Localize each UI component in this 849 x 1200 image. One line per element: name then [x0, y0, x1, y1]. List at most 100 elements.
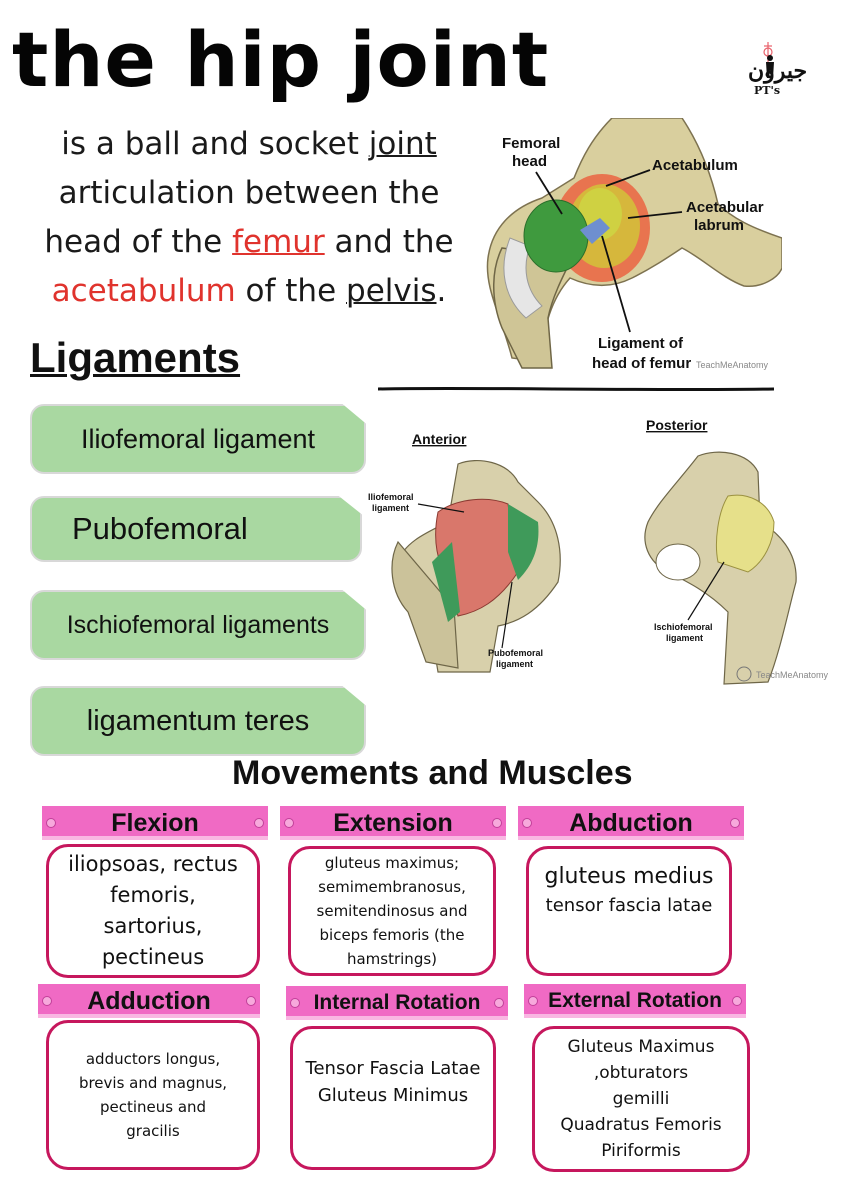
muscle-line: ,obturators [593, 1063, 689, 1083]
intro-text: . [436, 273, 447, 309]
ischiofemoral-ligament-shape [715, 494, 775, 573]
intro-text: articulation between the head of the [44, 175, 440, 260]
muscle-line: gluteus maximus; [324, 854, 460, 872]
muscles-box-internal-rotation: Tensor Fascia Latae Gluteus Minimus [290, 1026, 496, 1170]
label-anterior: Anterior [412, 431, 467, 447]
obturator-foramen [655, 543, 701, 581]
movement-name: External Rotation [548, 989, 722, 1012]
muscle-line: iliopsoas, rectus [68, 852, 238, 876]
muscle-line: femoris, [110, 883, 196, 907]
decor-dot [732, 996, 742, 1006]
movement-name: Flexion [111, 808, 199, 837]
decor-dot [46, 818, 56, 828]
muscle-list: gluteus maximus; semimembranosus, semite… [317, 851, 468, 971]
intro-text: of the [235, 273, 347, 309]
muscle-line: tensor fascia latae [545, 895, 713, 916]
ligament-label: Ischiofemoral ligaments [66, 610, 330, 639]
label-ligament-head: Ligament of [598, 335, 684, 352]
intro-paragraph: is a ball and socket joint articulation … [18, 120, 480, 316]
muscle-line: brevis and magnus, [78, 1074, 228, 1092]
muscle-line: Gluteus Minimus [317, 1085, 469, 1106]
movement-label-extension: Extension [280, 806, 506, 840]
label-femoral-head: head [512, 153, 547, 170]
muscle-line: Quadratus Femoris [560, 1115, 722, 1135]
movement-name: Internal Rotation [313, 991, 481, 1014]
femoral-head-shape [523, 199, 589, 273]
ligament-box-pubofemoral: Pubofemoral [30, 496, 362, 562]
movement-name: Extension [333, 808, 453, 837]
decor-dot [284, 818, 294, 828]
green-band [432, 542, 460, 622]
label-femoral-head: Femoral [502, 135, 560, 152]
decor-dot [246, 996, 256, 1006]
ligament-label: Iliofemoral ligament [80, 423, 316, 454]
label-iliofemoral: Iliofemoral [368, 492, 414, 502]
brand-logo [763, 42, 774, 78]
movements-heading: Movements and Muscles [232, 754, 633, 792]
anterior-femur [391, 540, 459, 669]
label-iliofemoral: ligament [372, 503, 409, 513]
muscles-box-abduction: gluteus medius tensor fascia latae [526, 846, 732, 976]
decor-dot [522, 818, 532, 828]
ligaments-illustration: Anterior Posterior Iliofemoral ligament … [368, 417, 829, 685]
decor-dot [492, 818, 502, 828]
capsule [503, 237, 543, 319]
watermark: TeachMeAnatomy [696, 360, 769, 370]
divider-line [378, 386, 774, 392]
muscle-line: gracilis [126, 1122, 180, 1140]
muscles-box-external-rotation: Gluteus Maximus ,obturators gemilli Quad… [532, 1026, 750, 1172]
decor-dot [254, 818, 264, 828]
muscle-line: Gluteus Maximus [567, 1037, 715, 1057]
muscle-list: Tensor Fascia Latae Gluteus Minimus [306, 1055, 481, 1109]
label-acetabular-labrum: labrum [694, 217, 744, 234]
muscle-line: Tensor Fascia Latae [305, 1058, 481, 1079]
decor-dot [42, 996, 52, 1006]
muscle-line: semimembranosus, [318, 878, 466, 896]
page-title: the hip joint [12, 15, 550, 104]
decor-dot [730, 818, 740, 828]
term-acetabulum: acetabulum [51, 273, 236, 309]
hip-joint-illustration: Femoral head Acetabulum Acetabular labru… [486, 118, 782, 372]
ligament-label: Pubofemoral [72, 511, 248, 546]
logo-text: جيرون [748, 58, 808, 84]
label-pubofemoral: ligament [496, 659, 533, 669]
ligament-box-iliofemoral: Iliofemoral ligament [30, 404, 366, 474]
muscle-line: pectineus and [99, 1098, 207, 1116]
movement-label-external-rotation: External Rotation [524, 984, 746, 1018]
muscle-line: sartorius, [103, 914, 203, 938]
muscle-line: gemilli [612, 1089, 670, 1109]
label-ischiofemoral: ligament [666, 633, 703, 643]
term-pelvis: pelvis [346, 273, 437, 309]
muscle-line: adductors longus, [85, 1050, 221, 1068]
muscle-list: Gluteus Maximus ,obturators gemilli Quad… [560, 1034, 721, 1164]
muscle-line: pectineus [101, 945, 205, 969]
logo-subtext: PT's [754, 84, 781, 97]
label-pubofemoral: Pubofemoral [488, 648, 543, 658]
copyright-icon [736, 666, 752, 682]
label-ligament-head: head of femur [592, 355, 691, 372]
label-ischiofemoral: Ischiofemoral [654, 622, 713, 632]
muscle-line: Piriformis [601, 1141, 681, 1161]
movement-label-adduction: Adduction [38, 984, 260, 1018]
muscle-line: gluteus medius [544, 864, 714, 889]
movement-name: Adduction [87, 986, 211, 1015]
muscle-list: iliopsoas, rectus femoris, sartorius, pe… [68, 849, 238, 973]
pubofemoral-ligament-shape [508, 504, 539, 580]
muscles-box-extension: gluteus maximus; semimembranosus, semite… [288, 846, 496, 976]
label-posterior: Posterior [646, 417, 708, 433]
decor-dot [494, 998, 504, 1008]
ligament-label: ligamentum teres [86, 704, 310, 737]
movement-label-abduction: Abduction [518, 806, 744, 840]
muscle-list: adductors longus, brevis and magnus, pec… [79, 1047, 227, 1143]
label-acetabular-labrum: Acetabular [686, 199, 764, 216]
movement-name: Abduction [569, 808, 693, 837]
watermark: TeachMeAnatomy [756, 670, 829, 680]
muscle-line: biceps femoris (the [319, 926, 465, 944]
ligament-box-ligamentum-teres: ligamentum teres [30, 686, 366, 756]
intro-text: is a ball and socket [61, 126, 369, 162]
ligament-box-ischiofemoral: Ischiofemoral ligaments [30, 590, 366, 660]
term-femur: femur [232, 224, 325, 260]
label-acetabulum: Acetabulum [652, 157, 738, 174]
movement-label-flexion: Flexion [42, 806, 268, 840]
term-joint: joint [368, 126, 437, 162]
